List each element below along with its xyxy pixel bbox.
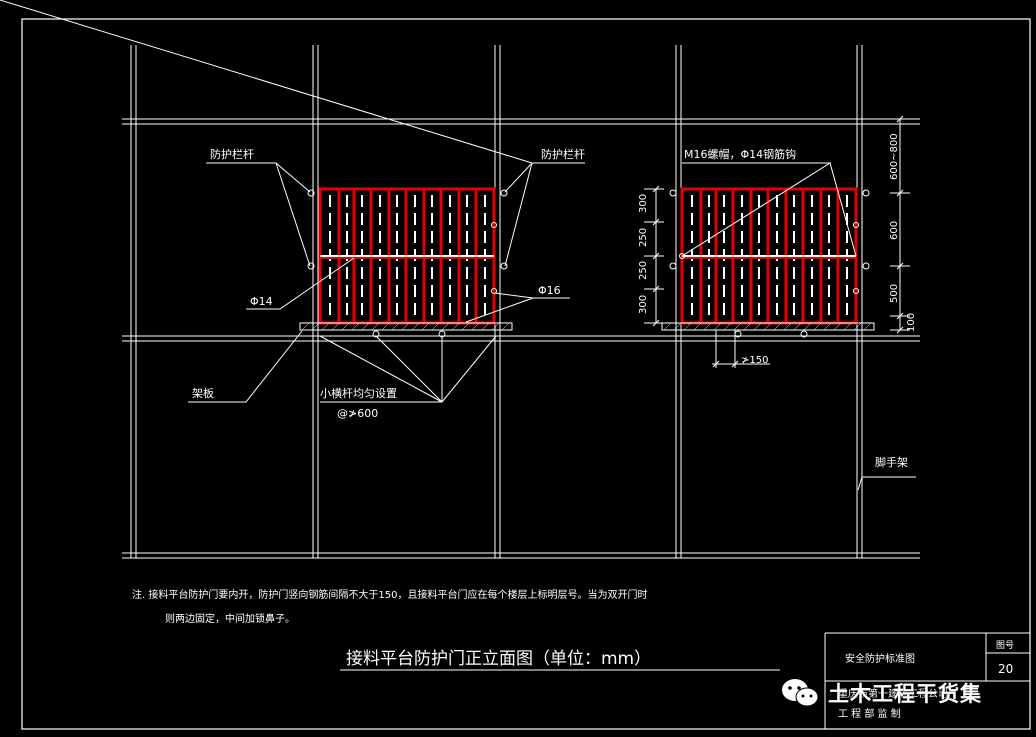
left-leaders bbox=[0, 0, 585, 403]
dim-right-3: 500 bbox=[889, 284, 900, 303]
dim-right-1: 600~800 bbox=[889, 133, 900, 180]
gap-dimension bbox=[712, 330, 770, 368]
label-small-bar: 小横杆均匀设置 bbox=[320, 386, 397, 400]
watermark: 土木工程干货集 bbox=[780, 676, 1020, 710]
label-gap: ≯150 bbox=[741, 355, 768, 366]
title-block-dept: 工 程 部 监 制 bbox=[838, 707, 901, 720]
dim-right-2: 600 bbox=[889, 221, 900, 240]
dim-left-2: 250 bbox=[638, 228, 649, 247]
right-leaders bbox=[681, 162, 916, 491]
dim-left-3: 250 bbox=[638, 261, 649, 280]
label-phi16: Φ16 bbox=[538, 284, 561, 297]
watermark-text: 土木工程干货集 bbox=[828, 682, 982, 706]
title-block-no-label: 图号 bbox=[996, 640, 1014, 651]
dimension-chain-right bbox=[890, 115, 910, 334]
drawing-title: 接料平台防护门正立面图（单位：mm） bbox=[346, 649, 651, 669]
label-guardrail-right: 防护栏杆 bbox=[541, 147, 585, 161]
label-guardrail-left: 防护栏杆 bbox=[210, 147, 254, 161]
title-block-company: 重庆市第一建筑工程公司 bbox=[838, 687, 948, 700]
label-plank: 架板 bbox=[192, 386, 214, 400]
dim-left-1: 300 bbox=[638, 194, 649, 213]
wechat-icon bbox=[782, 679, 819, 707]
note-line-1: 注. 接料平台防护门要内开，防护门竖向钢筋间隔不大于150，且接料平台门应在每个… bbox=[132, 588, 647, 601]
left-protective-door bbox=[299, 187, 513, 338]
scaffold-ledgers bbox=[122, 118, 920, 559]
label-phi14: Φ14 bbox=[250, 295, 273, 308]
drawing-border bbox=[21, 18, 1031, 730]
title-block-name: 安全防护标准图 bbox=[845, 652, 915, 665]
dim-left-4: 300 bbox=[638, 295, 649, 314]
note-line-2: 则两边固定，中间加锁鼻子。 bbox=[165, 612, 295, 625]
dimension-chain-left bbox=[644, 185, 664, 327]
title-block-no: 20 bbox=[998, 662, 1013, 676]
title-block bbox=[824, 632, 1030, 729]
label-scaffold: 脚手架 bbox=[875, 455, 908, 469]
label-small-bar-spacing: @≯600 bbox=[337, 407, 378, 420]
right-protective-door bbox=[661, 187, 875, 338]
label-bolt-note: M16螺帽，Φ14钢筋钩 bbox=[684, 147, 796, 161]
dim-right-4: 100 bbox=[906, 313, 917, 332]
